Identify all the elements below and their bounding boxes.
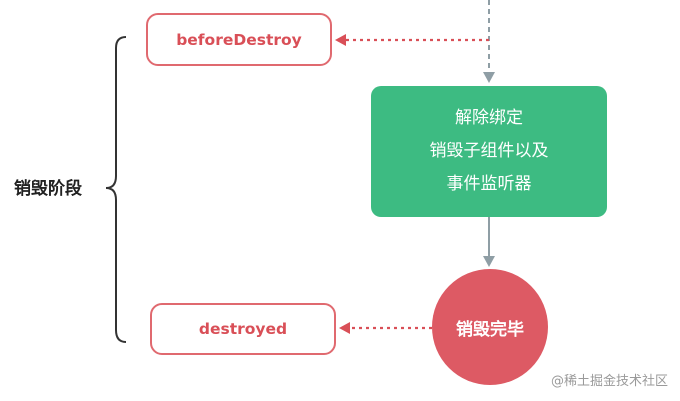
end-node: 销毁完毕 [432, 269, 548, 385]
process-line-2: 销毁子组件以及 [429, 141, 549, 161]
destroyed-arrowhead [339, 322, 350, 334]
destroyed-label: destroyed [198, 320, 288, 338]
before-destroy-hook: beforeDestroy [146, 13, 332, 66]
incoming-arrowhead [483, 72, 495, 83]
before-destroy-label: beforeDestroy [176, 30, 302, 49]
process-line-1: 解除绑定 [455, 108, 523, 128]
process-line-3: 事件监听器 [446, 174, 532, 194]
stage-brace [105, 36, 127, 343]
process-to-end-arrowhead [483, 256, 495, 267]
destroyed-hook: destroyed [150, 303, 336, 355]
watermark: @稀土掘金技术社区 [550, 374, 668, 389]
stage-label: 销毁阶段 [14, 179, 82, 199]
before-destroy-arrowhead [335, 34, 346, 46]
end-node-label: 销毁完毕 [456, 319, 524, 340]
process-box: 解除绑定 销毁子组件以及 事件监听器 [371, 86, 607, 217]
